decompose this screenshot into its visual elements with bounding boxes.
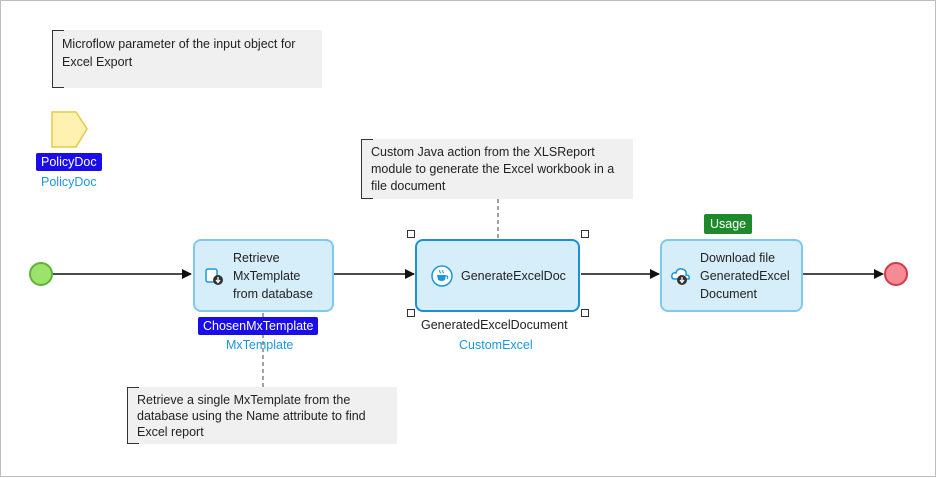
end-event[interactable] (884, 262, 908, 286)
database-retrieve-icon (203, 265, 225, 287)
usage-badge: Usage (704, 214, 753, 234)
activity-download-label: Download file GeneratedExcel Document (700, 250, 790, 301)
activity-retrieve[interactable]: Retrieve MxTemplate from database (193, 239, 334, 312)
annotation-parameter-text: Microflow parameter of the input object … (62, 37, 296, 69)
generate-output-name: GeneratedExcelDocument (421, 318, 568, 332)
parameter-tag: PolicyDoc (36, 153, 102, 171)
selection-handle-top-right[interactable] (581, 230, 589, 238)
activity-download-file[interactable]: Download file GeneratedExcel Document (660, 239, 803, 312)
parameter-type: PolicyDoc (41, 175, 97, 189)
activity-generate-excel-doc[interactable]: GenerateExcelDoc (415, 239, 580, 312)
selection-handle-bottom-right[interactable] (581, 309, 589, 317)
annotation-parameter[interactable]: Microflow parameter of the input object … (52, 30, 322, 88)
retrieve-output-type: MxTemplate (226, 338, 294, 352)
annotation-java-action-text: Custom Java action from the XLSReport mo… (371, 145, 615, 193)
cloud-download-icon (670, 265, 692, 287)
activity-generate-label: GenerateExcelDoc (461, 268, 566, 283)
start-event[interactable] (29, 262, 53, 286)
generate-output-type: CustomExcel (459, 338, 533, 352)
annotation-retrieve[interactable]: Retrieve a single MxTemplate from the da… (127, 387, 397, 444)
retrieve-output-tag: ChosenMxTemplate (198, 317, 319, 335)
selection-handle-bottom-left[interactable] (407, 309, 415, 317)
parameter-shape[interactable] (51, 111, 88, 148)
java-cup-icon (431, 264, 453, 287)
selection-handle-top-left[interactable] (407, 230, 415, 238)
activity-retrieve-label: Retrieve MxTemplate from database (233, 250, 313, 301)
annotation-java-action[interactable]: Custom Java action from the XLSReport mo… (361, 139, 633, 199)
annotation-retrieve-text: Retrieve a single MxTemplate from the da… (137, 393, 366, 439)
